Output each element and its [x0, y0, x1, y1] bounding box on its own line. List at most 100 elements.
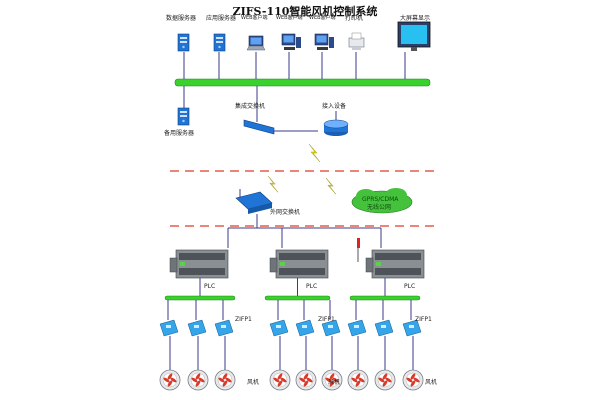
fan-icon-g2-3-blade: [329, 380, 335, 387]
fan-icon-g1-3-blade: [218, 377, 225, 383]
field-switch-front: [248, 203, 272, 214]
fan-icon-g2-2-grille: [298, 372, 314, 388]
fan-icon-g1-3-grille: [217, 372, 233, 388]
zifp-module-g2-3-display: [328, 325, 333, 328]
integrated-switch-icon: [243, 119, 318, 135]
plc-unit-3-terminal-top: [375, 253, 421, 260]
fan-icon-g3-2-blade: [385, 377, 392, 383]
fan-icon-g1-3: [214, 369, 236, 391]
plc-3-beacon: [357, 238, 360, 248]
fan-icon-g1-2-blade: [195, 373, 201, 380]
zifp-module-g3-3: [402, 319, 422, 337]
printer-paper: [351, 32, 362, 40]
web-client-1-label: WEB客户端: [241, 15, 268, 21]
zifp-module-g1-2-display: [194, 325, 199, 328]
plc-unit-2-terminal-top: [279, 253, 325, 260]
zifp-module-g1-1-display: [166, 325, 171, 328]
fan-icon-g2-1-blade: [277, 380, 283, 387]
access-device-label: 接入设备: [322, 103, 347, 110]
fan-icon-g2-1: [269, 369, 291, 391]
plc-unit-3-module: [365, 257, 374, 273]
zifp-module-g3-1: [347, 319, 367, 337]
fan-icon-g1-3-blade: [225, 377, 232, 383]
fan-icon-g2-1-blade: [280, 377, 287, 383]
fan-icon-g3-1-blade: [351, 377, 358, 383]
zifp-label-1: ZIFP1: [235, 316, 252, 323]
fan-icon-g1-2: [187, 369, 209, 391]
zifp-module-g2-3: [321, 319, 341, 337]
fan-icon-g3-3-blade: [410, 373, 416, 380]
fan-icon-g3-2-grille: [377, 372, 393, 388]
plc-unit-3-led: [376, 262, 381, 266]
access-device-top: [323, 119, 349, 129]
web-client-laptop-icon: [246, 35, 266, 51]
plc-unit-1: [169, 249, 229, 279]
backup-server-icon-slot: [180, 111, 187, 113]
printer-icon: [348, 32, 365, 50]
diagram-title: ZIFS-110智能风机控制系统: [232, 5, 378, 18]
data-server-icon-slot-2: [180, 41, 187, 43]
zifp-module-g2-2: [295, 319, 315, 337]
app-server-icon: [213, 33, 226, 52]
zifp-module-g1-2: [187, 319, 207, 337]
data-server-icon: [177, 33, 190, 52]
printer-body: [348, 37, 365, 48]
fan-icon-g2-2-blade: [299, 377, 306, 383]
app-server-icon-led: [218, 45, 221, 49]
fan-icon-g3-1-blade: [355, 373, 361, 380]
big-screen-display: [401, 25, 427, 44]
fan-label-3: 风机: [425, 379, 438, 386]
printer-label: 打印机: [345, 15, 364, 22]
field-switch-label: 外网交换机: [270, 209, 301, 216]
web-client-desktop-icon-2-display: [316, 35, 327, 43]
wireless-bolt-upper: [308, 143, 321, 163]
big-screen-label: 大屏幕显示: [400, 15, 431, 22]
fan-icon-g3-2-blade: [382, 373, 388, 380]
zifp-label-2: ZIFP1: [318, 316, 335, 323]
fan-icon-g2-2-blade: [303, 380, 309, 387]
fan-icon-g2-3: [321, 369, 343, 391]
field-bus-1: [164, 295, 236, 301]
fan-icon-g2-1-blade: [273, 377, 280, 383]
fan-icon-g3-1: [347, 369, 369, 391]
fan-icon-g1-2-grille: [190, 372, 206, 388]
backup-server-icon-slot-2: [180, 115, 187, 117]
fan-icon-g3-3-blade: [406, 377, 413, 383]
web-client-3-label: WEB客户端: [309, 15, 336, 21]
plc-unit-2-led: [280, 262, 285, 266]
plc-label-3: PLC: [404, 283, 416, 290]
field-switch-icon: [235, 189, 273, 214]
web-client-desktop-icon-2-keyboard: [317, 47, 328, 50]
plc-unit-3-terminal-bottom: [375, 268, 421, 275]
plc-unit-1-led: [180, 262, 185, 266]
fan-icon-g1-2-blade: [191, 377, 198, 383]
fan-icon-g2-1-grille: [272, 372, 288, 388]
fan-icon-g2-1-blade: [277, 373, 283, 380]
backup-server-icon-led: [182, 119, 185, 123]
cloud-puff-2: [385, 188, 407, 202]
fan-icon-g2-2: [295, 369, 317, 391]
fan-icon-g1-1-blade: [167, 373, 173, 380]
fan-icon-g1-2-blade: [195, 380, 201, 387]
zifp-module-g3-2: [374, 319, 394, 337]
web-client-desktop-icon-tower: [296, 37, 301, 48]
fan-icon-g3-3-blade: [413, 377, 420, 383]
web-client-desktop-icon: [281, 33, 301, 50]
fan-icon-g3-3-grille: [405, 372, 421, 388]
web-client-laptop-icon-base: [246, 45, 266, 51]
fan-icon-g2-3-grille: [324, 372, 340, 388]
web-client-desktop-icon-display: [283, 35, 294, 43]
zifp-label-3: ZIFP1: [415, 316, 432, 323]
integrated-switch-label: 集成交换机: [235, 103, 266, 110]
fan-icon-g1-1: [159, 369, 181, 391]
plc-unit-3: [365, 249, 425, 279]
web-client-laptop-icon-display: [250, 37, 262, 45]
backup-server-icon: [177, 107, 190, 126]
fan-icon-g1-3-blade: [222, 380, 228, 387]
plc-label-2: PLC: [306, 283, 318, 290]
printer-tray: [352, 47, 361, 50]
cloud-puff: [356, 189, 376, 203]
main-network-bus: [174, 78, 431, 87]
access-device-icon: [323, 111, 349, 136]
